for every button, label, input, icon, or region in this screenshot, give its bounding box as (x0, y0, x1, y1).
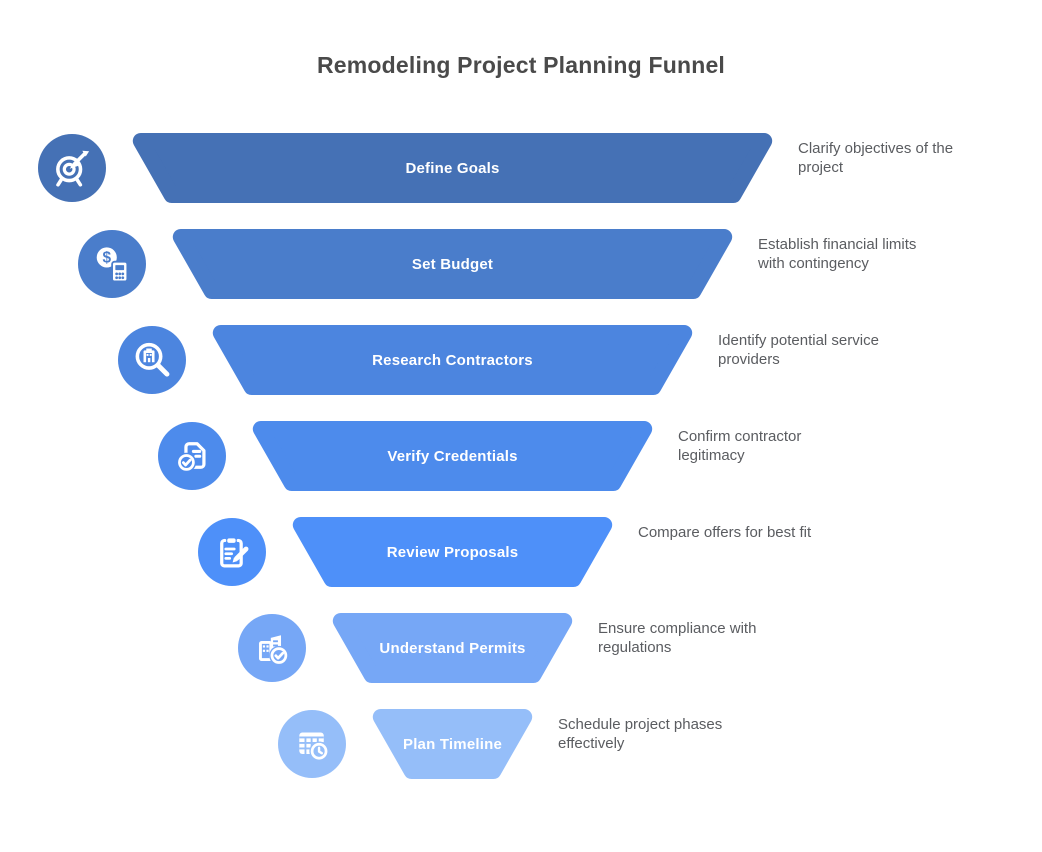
page-title: Remodeling Project Planning Funnel (316, 52, 726, 78)
buildings-check-glyph (258, 635, 289, 666)
coin-calculator-glyph: $ (96, 247, 129, 283)
funnel-segment-shape (332, 613, 573, 683)
funnel-segment-6 (332, 613, 573, 683)
stage-description: Confirm contractor legitimacy (678, 428, 802, 464)
funnel-segment-shape (212, 325, 693, 395)
magnifier-building-icon (118, 326, 186, 394)
stage-description: Clarify objectives of the project (798, 140, 954, 176)
svg-text:$: $ (102, 250, 111, 267)
document-check-glyph (176, 442, 206, 473)
document-check-icon (158, 422, 226, 490)
buildings-check-icon (238, 614, 306, 682)
stage-description: Identify potential service providers (718, 332, 879, 368)
funnel-segment-shape (132, 133, 773, 203)
icon-circle (198, 518, 266, 586)
funnel-segment-2 (172, 229, 733, 299)
funnel-segment-shape (252, 421, 653, 491)
icon-circle (38, 134, 106, 202)
target-arrow-icon (38, 134, 106, 202)
stage-description: Establish financial limits with continge… (758, 236, 917, 272)
funnel-segment-3 (212, 325, 693, 395)
funnel-segment-7 (372, 709, 533, 779)
target-arrow-glyph (56, 150, 90, 187)
funnel-segment-5 (292, 517, 613, 587)
funnel-segment-shape (292, 517, 613, 587)
clipboard-pencil-glyph (220, 538, 249, 568)
calendar-clock-glyph (299, 732, 329, 761)
clipboard-pencil-icon (198, 518, 266, 586)
stage-description: Compare offers for best fit (638, 524, 812, 541)
calendar-clock-icon (278, 710, 346, 778)
stage-description: Ensure compliance with regulations (598, 620, 757, 656)
magnifier-building-glyph (135, 342, 170, 377)
coin-calculator-icon: $ (78, 230, 146, 298)
stage-description: Schedule project phases effectively (558, 716, 723, 752)
funnel-segment-shape (172, 229, 733, 299)
funnel-segment-shape (372, 709, 533, 779)
funnel-segment-1 (132, 133, 773, 203)
funnel-segment-4 (252, 421, 653, 491)
